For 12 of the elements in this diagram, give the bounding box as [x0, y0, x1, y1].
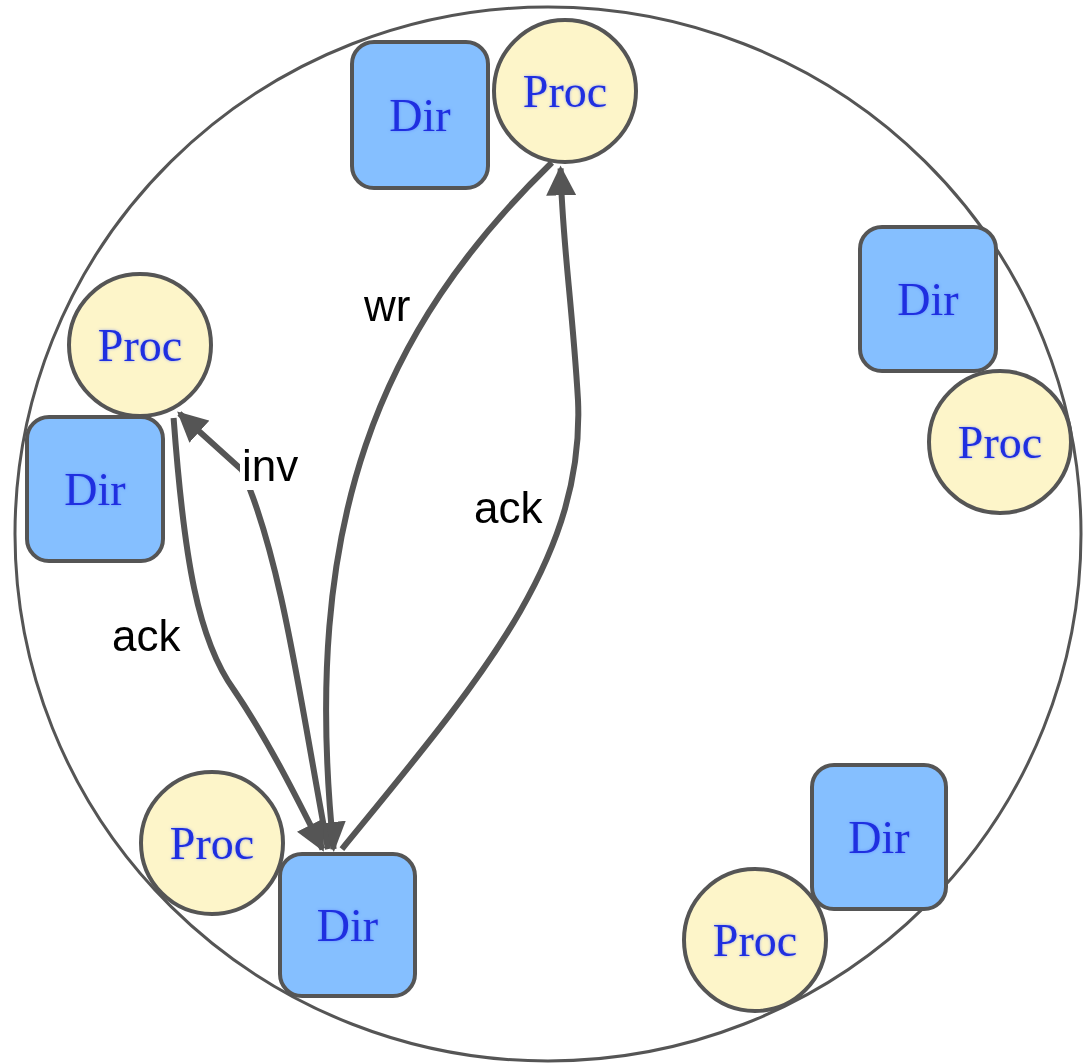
directory-box: Dir: [350, 40, 490, 190]
directory-box: Dir: [810, 763, 948, 911]
directory-box: Dir: [278, 852, 417, 998]
processor-circle: Proc: [139, 770, 285, 916]
ring-outline: [13, 5, 1083, 1063]
arrow: [339, 165, 581, 851]
processor-circle: Proc: [492, 18, 638, 164]
directory-box: Dir: [25, 415, 165, 563]
directory-box: Dir: [858, 225, 998, 373]
processor-circle: Proc: [682, 867, 828, 1013]
processor-circle: Proc: [927, 369, 1073, 515]
processor-circle: Proc: [67, 272, 213, 418]
